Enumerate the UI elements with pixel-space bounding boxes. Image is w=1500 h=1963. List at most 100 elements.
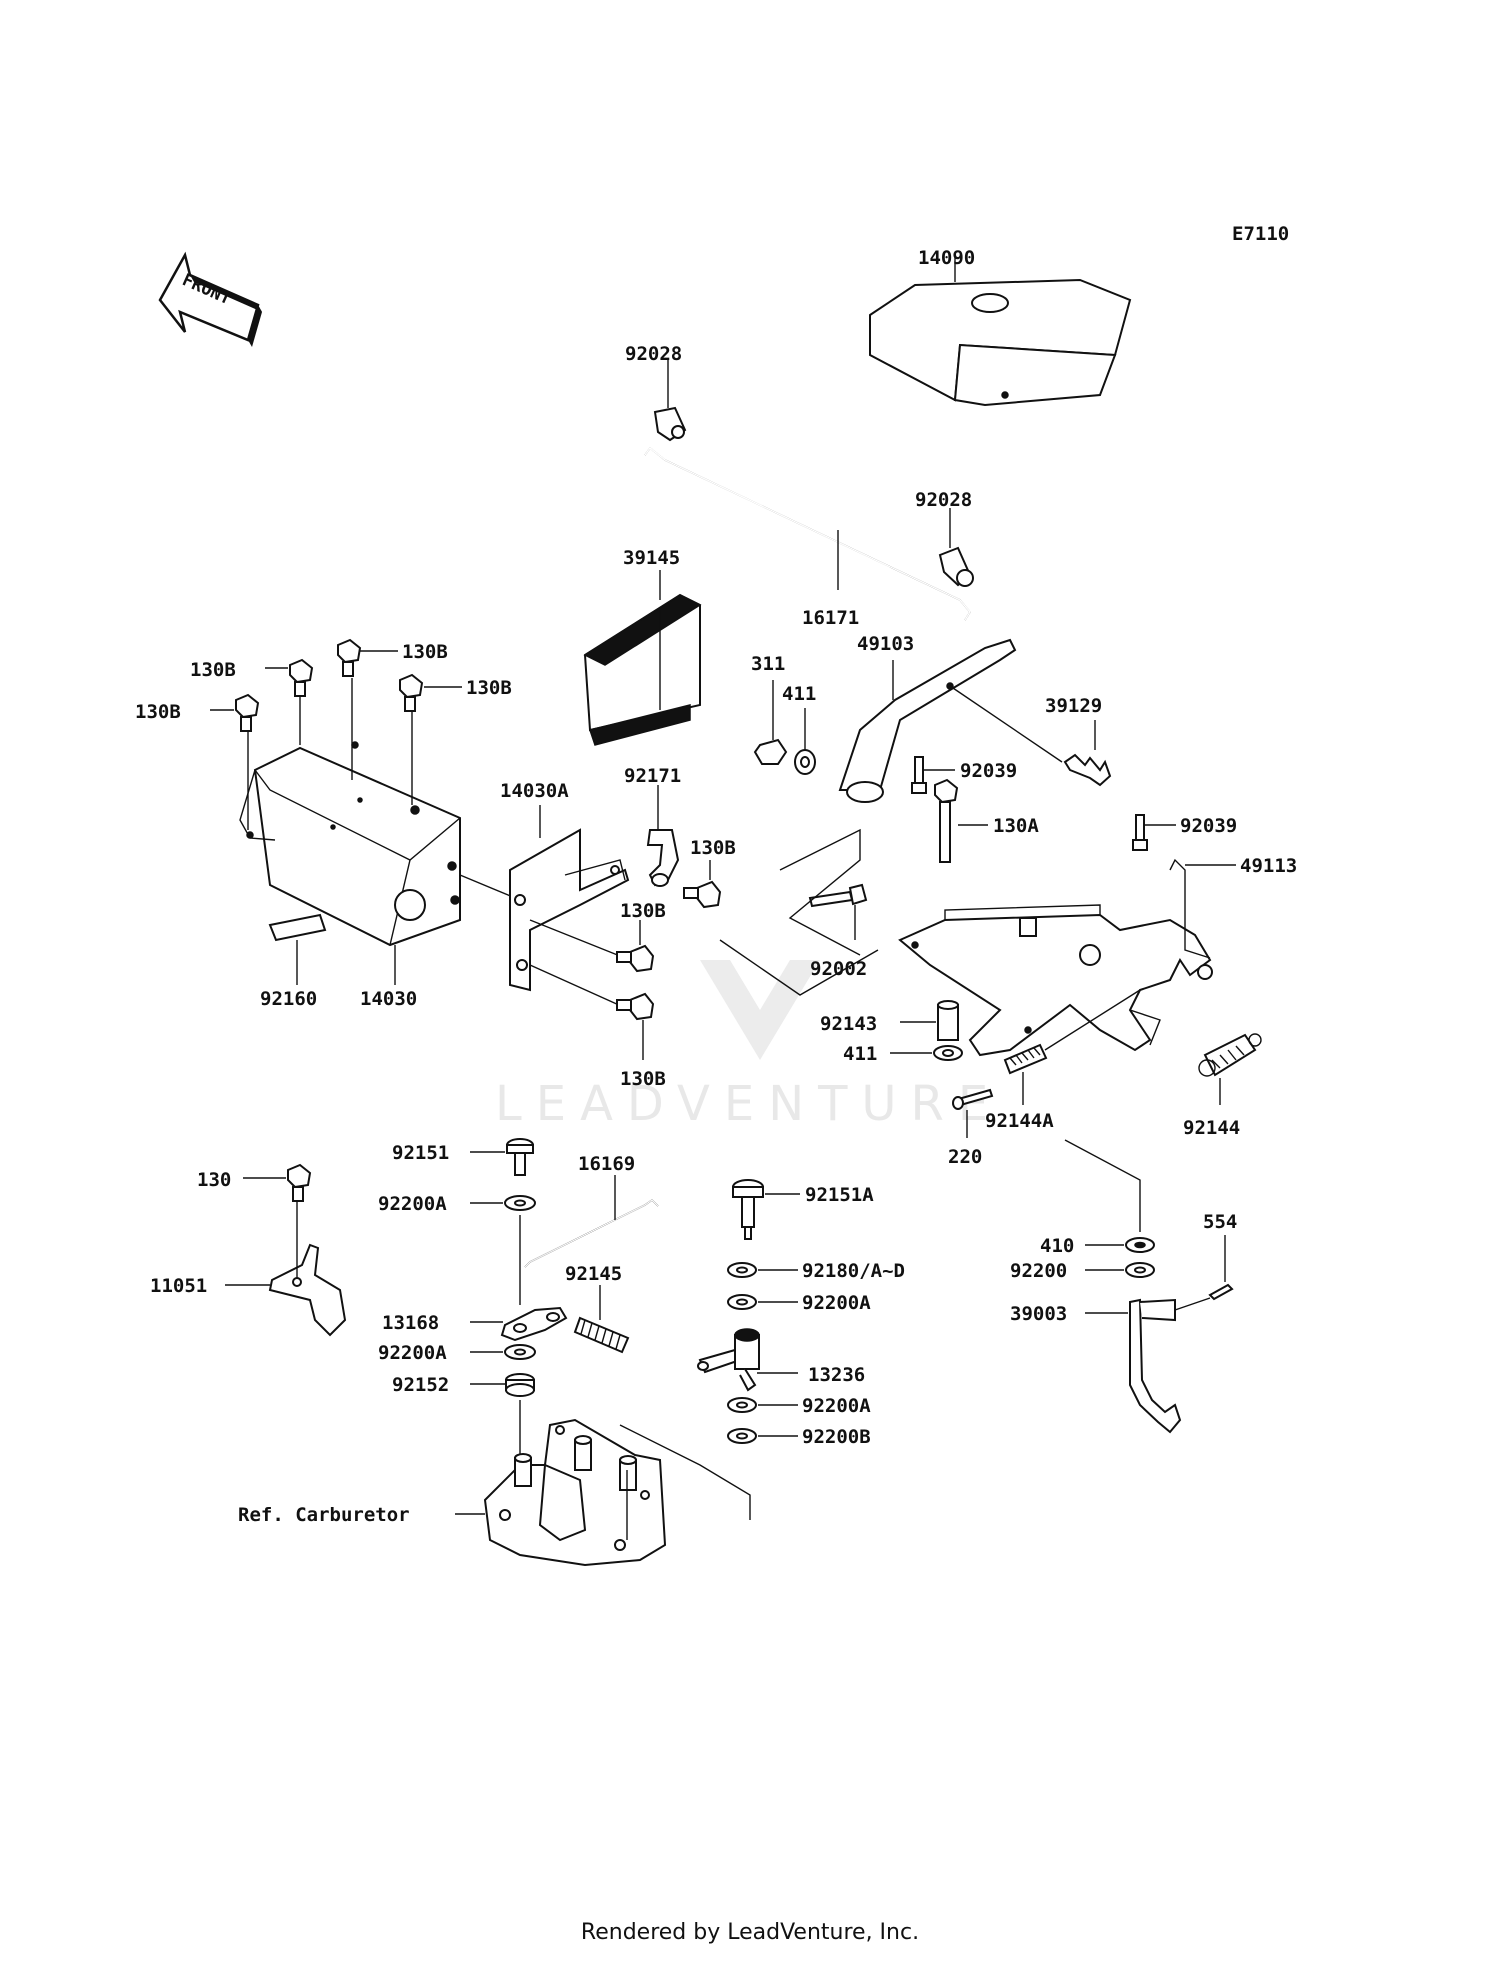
part-49113-bracket[interactable] xyxy=(898,858,1213,1057)
part-39003-lever[interactable] xyxy=(1129,1297,1211,1434)
label-92039-a: 92039 xyxy=(960,760,1017,782)
label-411-lower: 411 xyxy=(843,1043,877,1065)
part-92160-plate[interactable] xyxy=(268,913,327,942)
part-14030A-bracket[interactable] xyxy=(509,828,631,1011)
label-92200: 92200 xyxy=(1010,1260,1067,1282)
label-92151A: 92151A xyxy=(805,1184,874,1206)
label-130B-6: 130B xyxy=(620,900,666,922)
part-92028-clip-lower[interactable] xyxy=(938,546,974,587)
part-39145-guard[interactable] xyxy=(583,593,702,746)
label-92028-lower: 92028 xyxy=(915,489,972,511)
part-130B-bolt-4[interactable] xyxy=(235,693,260,732)
part-92143-collar[interactable] xyxy=(937,1000,959,1041)
label-13236: 13236 xyxy=(808,1364,865,1386)
label-92200A-3: 92200A xyxy=(802,1292,871,1314)
part-130B-bolt-6[interactable] xyxy=(616,944,655,973)
part-130B-bolt-7[interactable] xyxy=(616,992,655,1021)
diagram-code: E7110 xyxy=(1232,223,1289,245)
part-92151A-screw[interactable] xyxy=(732,1179,764,1240)
label-92152: 92152 xyxy=(392,1374,449,1396)
part-411-washer-upper[interactable] xyxy=(794,749,816,775)
label-130B-5: 130B xyxy=(690,837,736,859)
part-13236-lever[interactable] xyxy=(697,1328,760,1392)
part-92039-pin-b[interactable] xyxy=(1132,814,1148,851)
part-39129-spring[interactable] xyxy=(949,685,1112,787)
label-92200A-2: 92200A xyxy=(378,1342,447,1364)
label-49103: 49103 xyxy=(857,633,914,655)
part-130B-bolt-3[interactable] xyxy=(399,673,424,712)
label-311: 311 xyxy=(751,653,785,675)
part-14090-cover[interactable] xyxy=(869,278,1132,407)
label-14090: 14090 xyxy=(918,247,975,269)
label-92151: 92151 xyxy=(392,1142,449,1164)
label-11051: 11051 xyxy=(150,1275,207,1297)
part-11051-bracket[interactable] xyxy=(268,1200,347,1337)
part-92028-clip-upper[interactable] xyxy=(653,406,687,442)
part-554-pin[interactable] xyxy=(1208,1283,1234,1301)
label-92160: 92160 xyxy=(260,988,317,1010)
part-92144-spring[interactable] xyxy=(1198,1033,1262,1077)
part-13168-lever[interactable] xyxy=(500,1306,568,1342)
part-92039-pin-a[interactable] xyxy=(911,756,927,794)
label-16169: 16169 xyxy=(578,1153,635,1175)
part-92200A-washer-3[interactable] xyxy=(727,1294,757,1310)
label-130B-2: 130B xyxy=(402,641,448,663)
part-410-washer[interactable] xyxy=(1125,1237,1155,1253)
part-411-washer-lower[interactable] xyxy=(933,1045,963,1061)
label-92200A-4: 92200A xyxy=(802,1395,871,1417)
footer-credit: Rendered by LeadVenture, Inc. xyxy=(580,1920,920,1945)
label-92002: 92002 xyxy=(810,958,867,980)
part-92200A-washer-4[interactable] xyxy=(727,1397,757,1413)
label-130B-1: 130B xyxy=(190,659,236,681)
label-92143: 92143 xyxy=(820,1013,877,1035)
label-411-upper: 411 xyxy=(782,683,816,705)
part-92152-bushing[interactable] xyxy=(505,1373,535,1397)
label-92144: 92144 xyxy=(1183,1117,1240,1139)
label-410: 410 xyxy=(1040,1235,1074,1257)
label-130: 130 xyxy=(197,1169,231,1191)
watermark: LEADVENTURE xyxy=(495,960,1002,1132)
label-92180: 92180/A~D xyxy=(802,1260,905,1282)
label-92200B: 92200B xyxy=(802,1426,871,1448)
label-39003: 39003 xyxy=(1010,1303,1067,1325)
part-carburetor xyxy=(483,1418,751,1567)
label-39145: 39145 xyxy=(623,547,680,569)
watermark-text: LEADVENTURE xyxy=(495,1076,1002,1132)
part-92144A-spring[interactable] xyxy=(1003,989,1141,1075)
label-92171: 92171 xyxy=(624,765,681,787)
label-14030: 14030 xyxy=(360,988,417,1010)
label-130B-4: 130B xyxy=(135,701,181,723)
part-311-nut[interactable] xyxy=(753,738,788,765)
part-92145-spring[interactable] xyxy=(573,1316,630,1354)
label-130A: 130A xyxy=(993,815,1039,837)
part-130A-bolt[interactable] xyxy=(934,778,959,863)
part-92151-screw[interactable] xyxy=(506,1138,534,1176)
part-220-screw[interactable] xyxy=(952,1088,994,1110)
label-39129: 39129 xyxy=(1045,695,1102,717)
part-130-bolt[interactable] xyxy=(287,1163,312,1202)
label-49113: 49113 xyxy=(1240,855,1297,877)
part-92002-bolt[interactable] xyxy=(808,883,868,908)
part-92200B-washer[interactable] xyxy=(727,1428,757,1444)
part-92200-washer[interactable] xyxy=(1125,1262,1155,1278)
part-92200A-washer-2[interactable] xyxy=(504,1344,536,1360)
part-92171-clamp[interactable] xyxy=(646,829,680,887)
part-16169-rod[interactable] xyxy=(524,1199,659,1268)
part-14030-box[interactable] xyxy=(239,678,521,947)
part-92180-washer[interactable] xyxy=(727,1262,757,1278)
label-92039-b: 92039 xyxy=(1180,815,1237,837)
label-130B-7: 130B xyxy=(620,1068,666,1090)
label-13168: 13168 xyxy=(382,1312,439,1334)
label-554: 554 xyxy=(1203,1211,1237,1233)
label-220: 220 xyxy=(948,1146,982,1168)
part-92200A-washer-1[interactable] xyxy=(504,1195,536,1211)
label-ref-carburetor: Ref. Carburetor xyxy=(238,1504,410,1526)
part-130B-bolt-1[interactable] xyxy=(289,658,314,697)
label-92144A: 92144A xyxy=(985,1110,1054,1132)
part-16171-rod[interactable] xyxy=(644,446,971,621)
label-92028-upper: 92028 xyxy=(625,343,682,365)
part-130B-bolt-5[interactable] xyxy=(683,880,722,909)
label-92200A-1: 92200A xyxy=(378,1193,447,1215)
part-130B-bolt-2[interactable] xyxy=(337,638,362,677)
